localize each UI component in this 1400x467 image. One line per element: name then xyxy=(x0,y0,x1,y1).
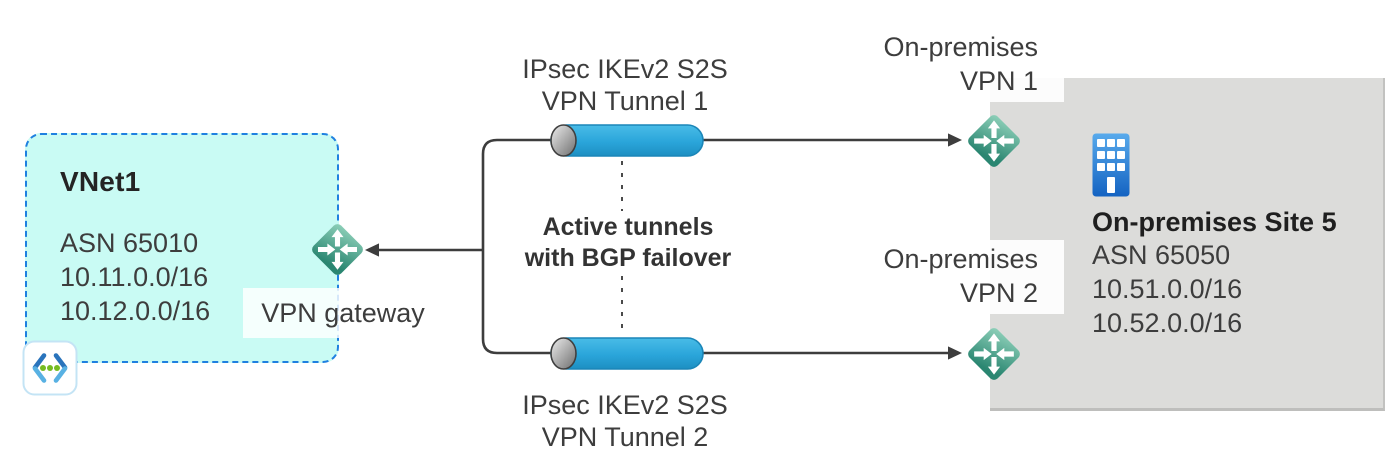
onprem-vpn2-icon xyxy=(965,325,1023,383)
vnet-details: ASN 65010 10.11.0.0/16 10.12.0.0/16 xyxy=(60,226,210,328)
virtual-network-icon xyxy=(22,340,78,396)
vpn-gateway-label-text: VPN gateway xyxy=(261,298,425,328)
onprem-vpn2-line1: On-premises xyxy=(883,244,1038,274)
bgp-failover-note: Active tunnels with BGP failover xyxy=(468,212,788,274)
onprem-vpn1-icon xyxy=(965,112,1023,170)
arrowhead-to-gateway-icon xyxy=(365,243,379,257)
bgp-note-line2: with BGP failover xyxy=(524,244,732,272)
tunnel-1-label-line1: IPsec IKEv2 S2S xyxy=(522,54,728,84)
vnet-prefix-2: 10.12.0.0/16 xyxy=(60,296,211,326)
tunnel-1-label-line2: VPN Tunnel 1 xyxy=(541,86,709,116)
vpn-gateway-label: VPN gateway xyxy=(243,288,443,338)
vnet-asn: ASN 65010 xyxy=(60,228,199,258)
onprem-vpn2-label: On-premises VPN 2 xyxy=(874,240,1064,314)
onprem-vpn1-line1: On-premises xyxy=(883,32,1038,62)
vnet-prefix-1: 10.11.0.0/16 xyxy=(60,262,209,292)
tunnel-2-label: IPsec IKEv2 S2S VPN Tunnel 2 xyxy=(465,389,785,453)
onprem-site-prefix-1: 10.51.0.0/16 xyxy=(1092,274,1243,304)
onprem-site-prefix-2: 10.52.0.0/16 xyxy=(1092,308,1243,338)
onprem-site-title: On-premises Site 5 xyxy=(1092,207,1337,237)
vpn-gateway-icon xyxy=(309,221,366,278)
vnet-title: VNet1 xyxy=(60,166,141,197)
onprem-site-text: On-premises Site 5 ASN 65050 10.51.0.0/1… xyxy=(1092,206,1337,340)
tunnel-1-cylinder xyxy=(550,124,704,157)
building-icon xyxy=(1092,133,1130,197)
arrowhead-to-vpn2-icon xyxy=(948,346,962,360)
onprem-vpn1-label: On-premises VPN 1 xyxy=(874,28,1064,102)
bgp-note-line1: Active tunnels xyxy=(542,213,714,241)
tunnel-2-cylinder xyxy=(550,337,704,370)
onprem-vpn2-line2: VPN 2 xyxy=(959,278,1038,308)
tunnel-branch-connector-line xyxy=(481,138,950,355)
onprem-site-asn: ASN 65050 xyxy=(1092,240,1231,270)
tunnel-1-label: IPsec IKEv2 S2S VPN Tunnel 1 xyxy=(465,53,785,117)
tunnel-2-label-line2: VPN Tunnel 2 xyxy=(541,422,709,452)
tunnel-2-label-line1: IPsec IKEv2 S2S xyxy=(522,390,728,420)
arrowhead-to-vpn1-icon xyxy=(948,133,962,147)
onprem-vpn1-line2: VPN 1 xyxy=(959,66,1038,96)
